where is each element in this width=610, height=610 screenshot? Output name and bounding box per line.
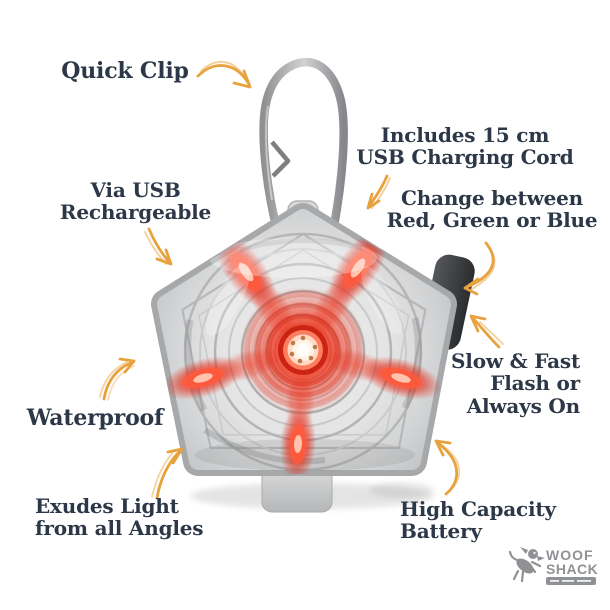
arrow-waterproof-icon [99,357,136,401]
brand-tagline-banner [546,577,596,585]
clip-gate [270,140,291,178]
label-line: Rechargeable [59,200,212,225]
label-usb-rechargeable: Via USB Rechargeable [48,179,223,224]
label-line: Quick Clip [61,58,189,84]
label-line: Change between [401,186,583,210]
label-line: from all Angles [35,516,204,541]
arrow-color-modes-icon [463,241,496,296]
woofshack-dog-icon [508,547,545,583]
label-line: Red, Green or Blue [386,208,598,233]
arrow-battery-icon [434,439,461,496]
label-high-capacity-battery: High Capacity Battery [400,498,575,543]
light-body [157,218,446,483]
label-line: Includes 15 cm [380,123,550,147]
label-line: Waterproof [26,405,164,431]
label-line: Slow & Fast [451,349,580,373]
label-waterproof: Waterproof [25,406,165,431]
label-exudes-light: Exudes Light from all Angles [35,495,215,540]
arrow-exudes-light-icon [151,447,184,500]
arrow-quick-clip-icon [196,61,252,89]
label-line: Via USB [90,178,181,202]
label-line: Exudes Light [35,494,179,518]
woofshack-logo: WOOF SHACK [508,547,598,585]
label-line: Always On [466,393,581,418]
brand-name-top: WOOF [546,547,594,563]
label-usb-charging-cord: Includes 15 cm USB Charging Cord [345,124,585,169]
label-line: USB Charging Cord [356,145,574,170]
label-line: Flash or [490,371,580,396]
label-line: High Capacity [400,497,556,521]
arrow-rechargeable-icon [144,227,173,266]
label-color-modes: Change between Red, Green or Blue [378,187,606,232]
lens-highlights [205,238,403,336]
product-shadow-right [370,482,434,498]
center-led [239,286,367,414]
brand-name-bottom: SHACK [546,561,598,577]
arrow-usb-cord-icon [366,174,391,210]
label-flash-modes: Slow & Fast Flash or Always On [430,349,581,418]
label-quick-clip: Quick Clip [55,59,195,84]
corner-led-spots [162,229,442,475]
carabiner-clip [259,57,348,231]
arrow-flash-modes-icon [469,314,504,349]
label-line: Battery [400,519,482,544]
